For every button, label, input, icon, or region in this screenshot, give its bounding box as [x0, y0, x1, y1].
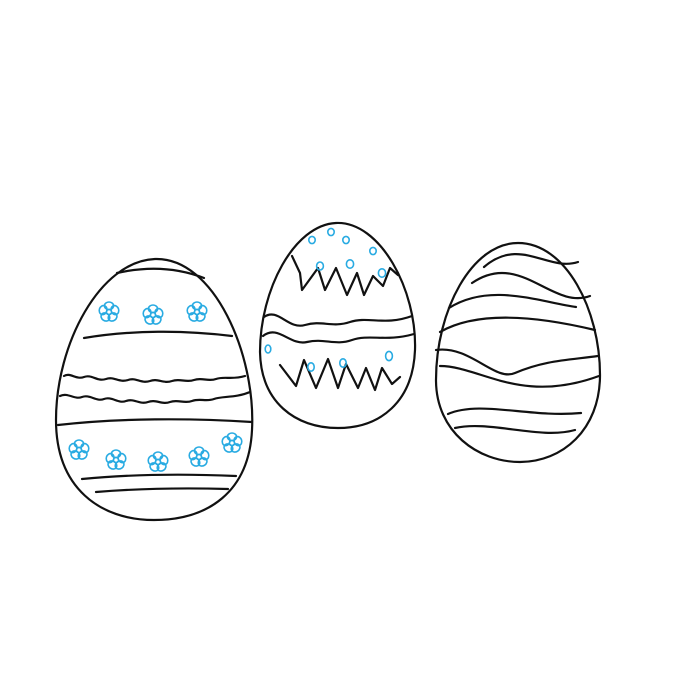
dot-icon	[307, 235, 316, 245]
flower-icon	[186, 301, 208, 322]
flower-icon	[221, 432, 243, 453]
dot-icon	[345, 258, 355, 269]
stripe	[434, 348, 600, 376]
dot-group	[264, 227, 394, 372]
egg-outline	[434, 241, 602, 464]
egg-outline	[258, 221, 417, 430]
wavy-stripe	[262, 313, 414, 327]
flower-icon	[105, 449, 127, 470]
dot-icon	[368, 246, 377, 256]
zigzag-stripe	[290, 254, 400, 297]
flower-icon	[142, 304, 164, 325]
stripe	[482, 253, 580, 269]
stripe	[446, 407, 583, 416]
dot-icon	[264, 344, 272, 354]
flower-band-egg	[54, 257, 254, 522]
dot-icon	[341, 235, 350, 245]
stripe	[438, 364, 601, 388]
dot-icon	[326, 227, 335, 237]
egg-outline	[54, 257, 254, 522]
stripe	[470, 271, 592, 300]
stripe	[453, 424, 577, 434]
zigzag-dot-egg	[258, 221, 417, 430]
stripe	[438, 316, 597, 334]
dot-icon	[306, 361, 315, 372]
flower-icon	[147, 451, 169, 472]
stripe	[115, 267, 206, 280]
dot-icon	[384, 350, 394, 362]
dot-icon	[377, 267, 387, 278]
wavy-stripe	[62, 373, 247, 383]
stripe	[94, 487, 230, 494]
stripe	[56, 418, 254, 427]
stripe	[82, 330, 234, 340]
flower-group	[68, 301, 243, 472]
stripe	[80, 473, 238, 481]
dot-icon	[338, 357, 347, 368]
wavy-stripe-egg	[434, 241, 602, 464]
wavy-stripe	[58, 390, 252, 404]
dot-icon	[315, 261, 325, 271]
flower-icon	[188, 446, 210, 467]
stripe	[447, 293, 578, 310]
flower-icon	[68, 439, 90, 460]
flower-icon	[98, 301, 120, 322]
wavy-stripe	[261, 331, 416, 344]
